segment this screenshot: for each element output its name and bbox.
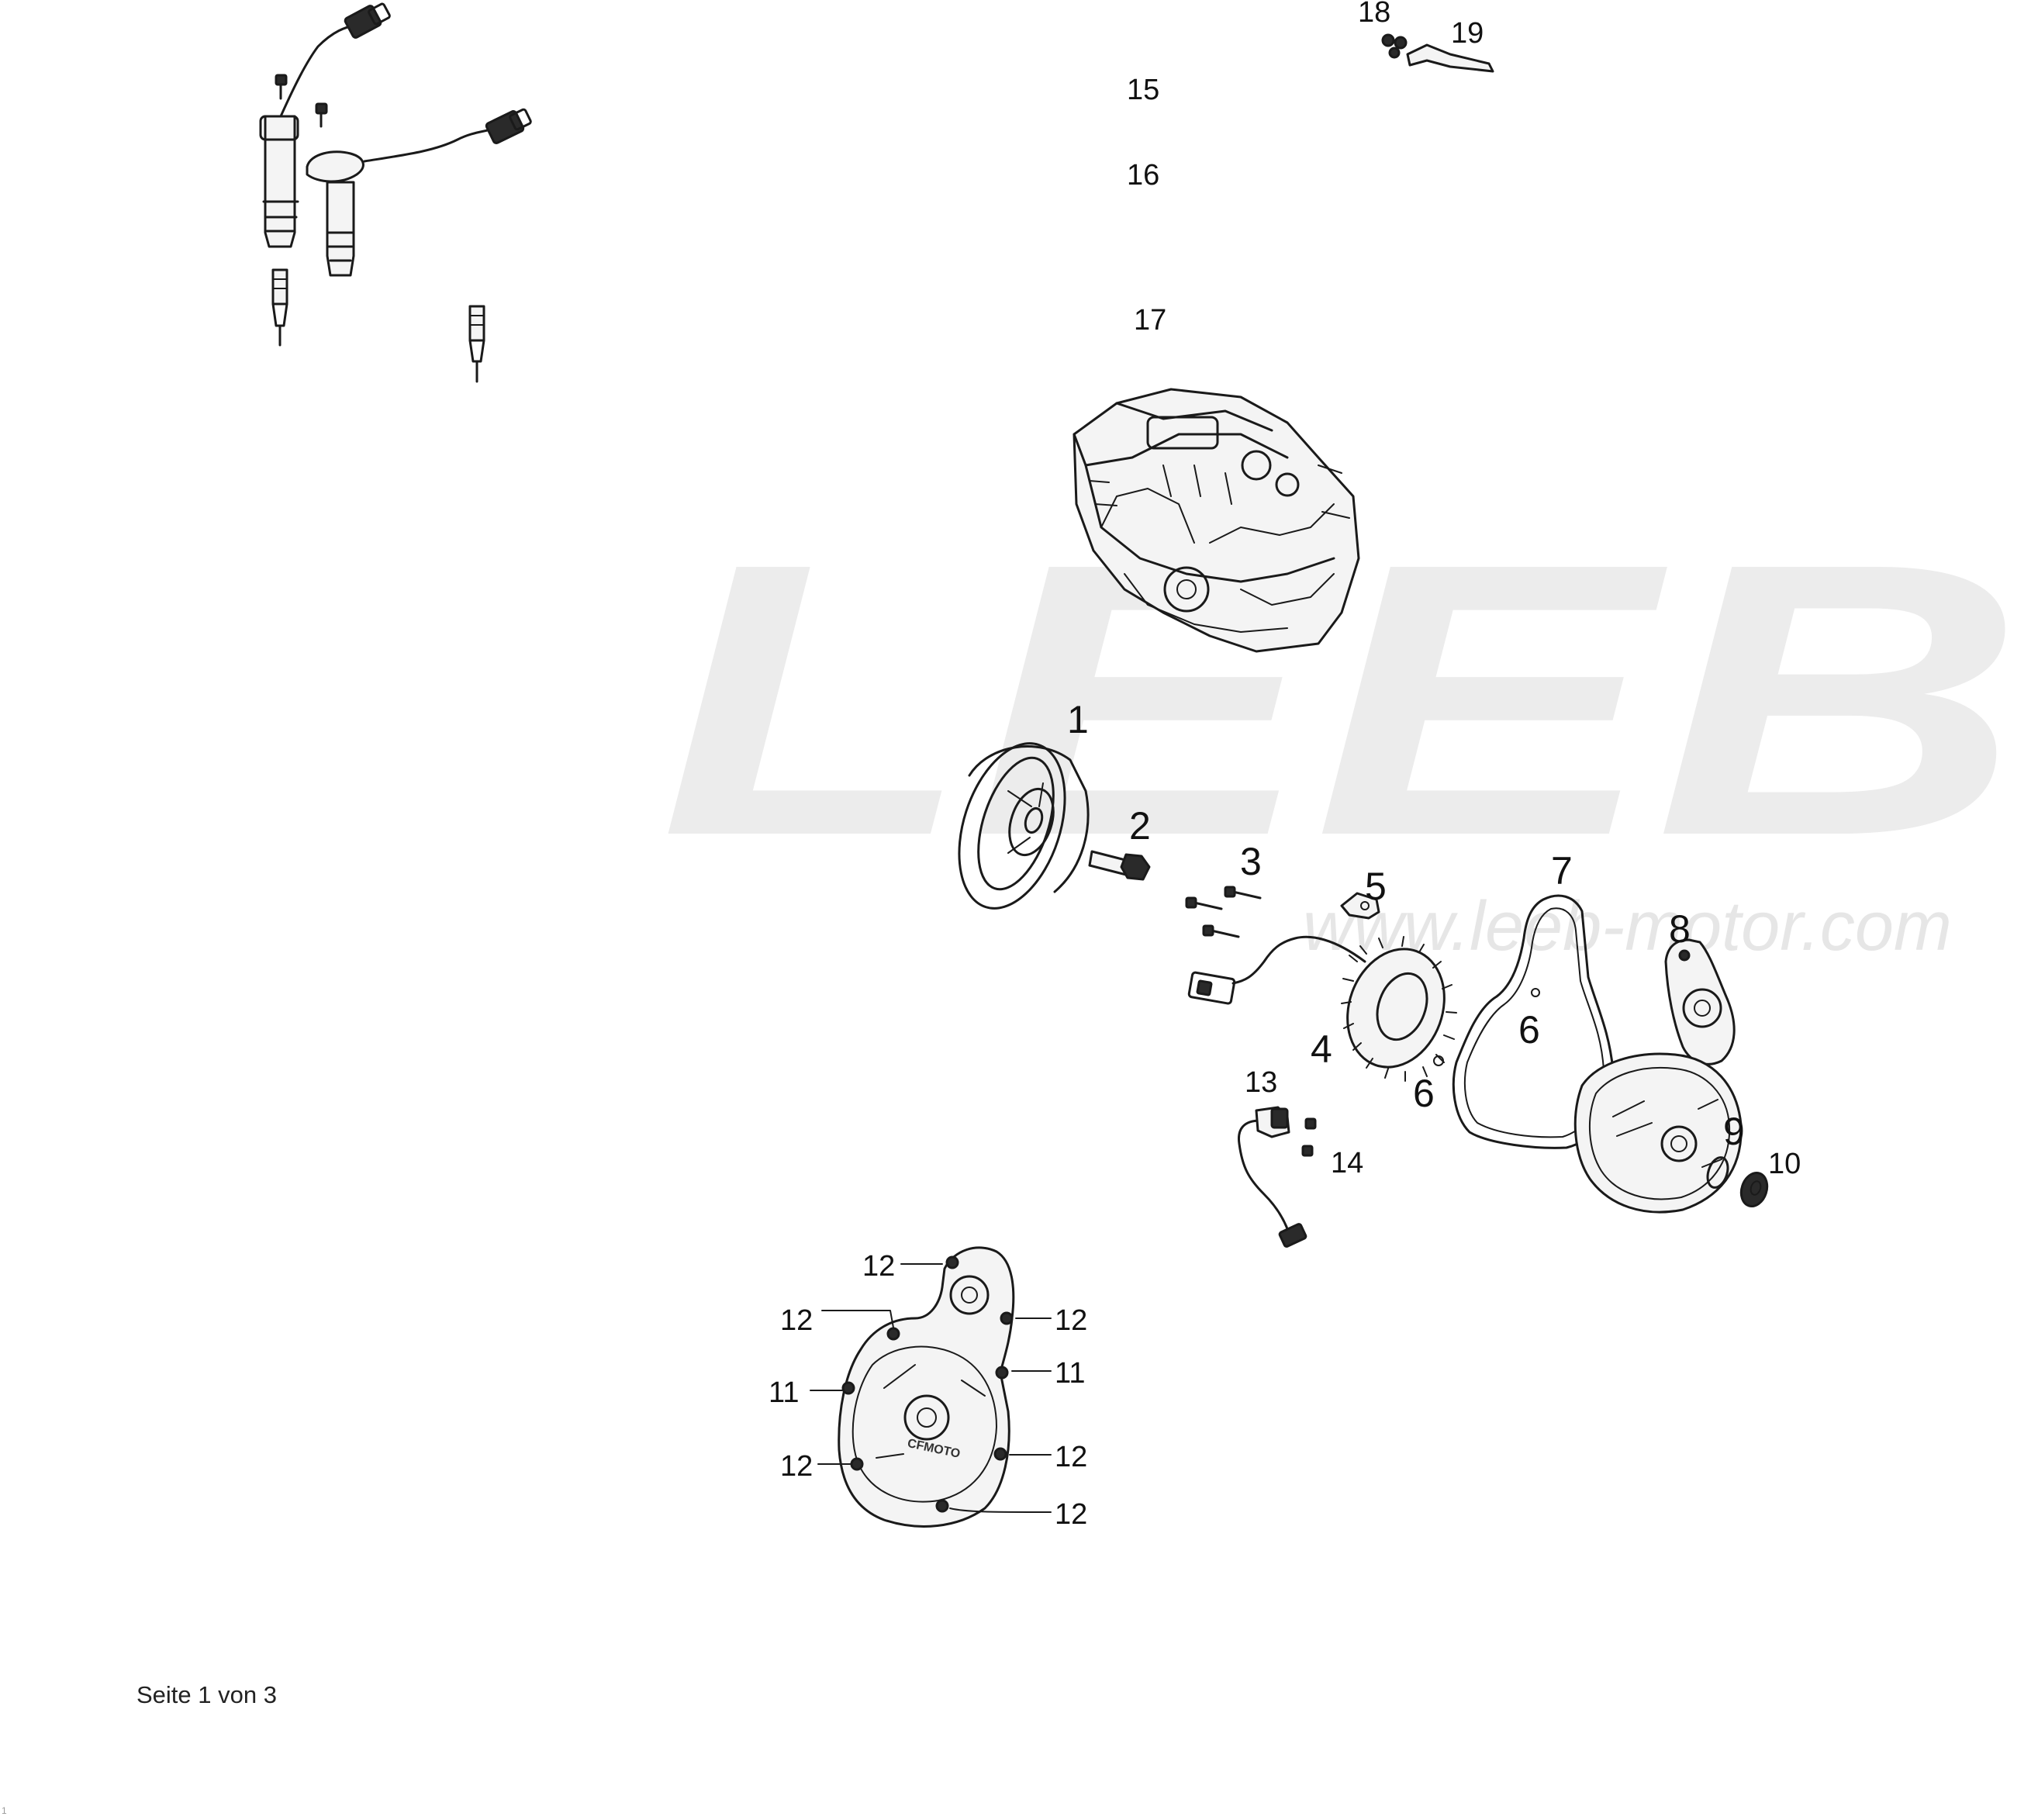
- callout-18: 18: [1358, 0, 1390, 29]
- stator-cover-upper: [1664, 938, 1736, 1065]
- callout-12-bottom: 12: [1055, 1498, 1087, 1531]
- callout-12-upper-right: 12: [1055, 1304, 1087, 1337]
- stator-cover: [1573, 1052, 1743, 1214]
- callout-9: 9: [1723, 1110, 1745, 1153]
- callout-7: 7: [1551, 849, 1573, 893]
- callout-8: 8: [1669, 907, 1691, 951]
- callout-11-right: 11: [1055, 1357, 1085, 1390]
- oring-and-plug: [1706, 1156, 1769, 1207]
- callout-12-top: 12: [862, 1250, 895, 1283]
- callout-2: 2: [1129, 804, 1151, 848]
- callout-4: 4: [1311, 1027, 1332, 1071]
- callout-11-left: 11: [769, 1376, 799, 1409]
- callout-3: 3: [1240, 840, 1262, 883]
- spark-plugs: [271, 268, 485, 383]
- mounting-bracket: [1381, 33, 1494, 73]
- flywheel-bolt: [1088, 850, 1151, 881]
- callout-labels: 15 16 17 18 19 1 2 3 5 7 8 6 6 4 13 14 9…: [769, 0, 1801, 1531]
- callout-5: 5: [1365, 865, 1387, 908]
- leader-lines: [810, 1263, 1052, 1513]
- cable-clamp: [1340, 892, 1380, 920]
- stator-bolts: [1185, 886, 1262, 938]
- engine-block: [1073, 388, 1360, 653]
- callout-14: 14: [1331, 1147, 1363, 1179]
- page-number: Seite 1 von 3: [136, 1681, 277, 1708]
- flywheel: [958, 742, 1090, 910]
- pickup-sensor: [1237, 1106, 1317, 1248]
- callout-12-upper-left: 12: [780, 1304, 813, 1337]
- callout-1: 1: [1067, 698, 1089, 741]
- callout-12-lower-left: 12: [780, 1450, 813, 1483]
- callout-10: 10: [1768, 1148, 1801, 1180]
- callout-19: 19: [1451, 17, 1484, 50]
- callout-15: 15: [1127, 74, 1159, 106]
- callout-13: 13: [1245, 1066, 1277, 1099]
- corner-mark: 1: [2, 1805, 7, 1816]
- callout-16: 16: [1127, 159, 1159, 192]
- callout-12-lower-right: 12: [1055, 1441, 1087, 1473]
- callout-6-lower: 6: [1413, 1072, 1435, 1115]
- stator-cover-assembly: CFMOTO: [838, 1246, 1015, 1528]
- callout-6-upper: 6: [1518, 1008, 1540, 1052]
- coil-bolt: [275, 74, 328, 128]
- cover-gasket: [1433, 894, 1615, 1149]
- callout-17: 17: [1134, 304, 1166, 337]
- stator: [1187, 935, 1457, 1082]
- ignition-coil-assembly: [259, 2, 532, 277]
